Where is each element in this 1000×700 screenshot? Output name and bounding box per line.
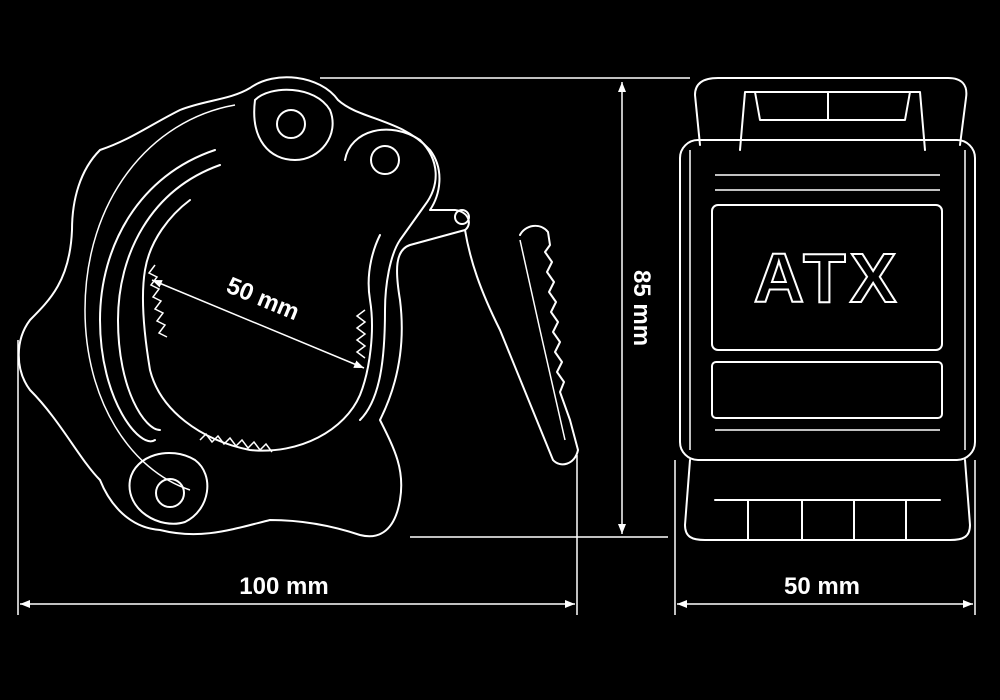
- side-bottom-base: [684, 459, 971, 541]
- bore-label: 50 mm: [223, 272, 304, 326]
- side-top-clip-inner: [739, 91, 926, 151]
- height-label: 85 mm: [628, 270, 655, 346]
- clamp-lever-edge: [519, 239, 566, 441]
- collar-front-view: [17, 76, 579, 538]
- collar-side-view: ATX: [679, 77, 976, 541]
- pivot-right: [370, 145, 400, 175]
- collar-outer-ring: [84, 104, 236, 491]
- width-label: 100 mm: [239, 573, 328, 600]
- collar-ring-1: [99, 149, 216, 443]
- pivot-top-housing: [253, 88, 334, 161]
- depth-label: 50 mm: [784, 573, 860, 600]
- lever-pin: [454, 209, 470, 225]
- pivot-bottom-housing: [128, 451, 209, 525]
- side-top-clip: [694, 77, 968, 146]
- collar-outer-body: [17, 76, 470, 538]
- bore-dimension-line: [151, 279, 365, 369]
- dimension-annotations: 100 mm 85 mm 50 mm 50 mm: [17, 77, 976, 615]
- pivot-bottom: [155, 478, 185, 508]
- side-body-lines: [689, 150, 966, 450]
- lower-panel: [711, 361, 943, 419]
- collar-inner-bore: [141, 199, 381, 452]
- collar-hinge-arm: [344, 128, 437, 421]
- logo-panel: [711, 204, 943, 351]
- side-main-body: [679, 139, 976, 461]
- collar-ring-2: [117, 164, 221, 431]
- pivot-top: [276, 109, 306, 139]
- atx-logo: ATX: [754, 239, 901, 317]
- clamp-lever: [464, 224, 579, 466]
